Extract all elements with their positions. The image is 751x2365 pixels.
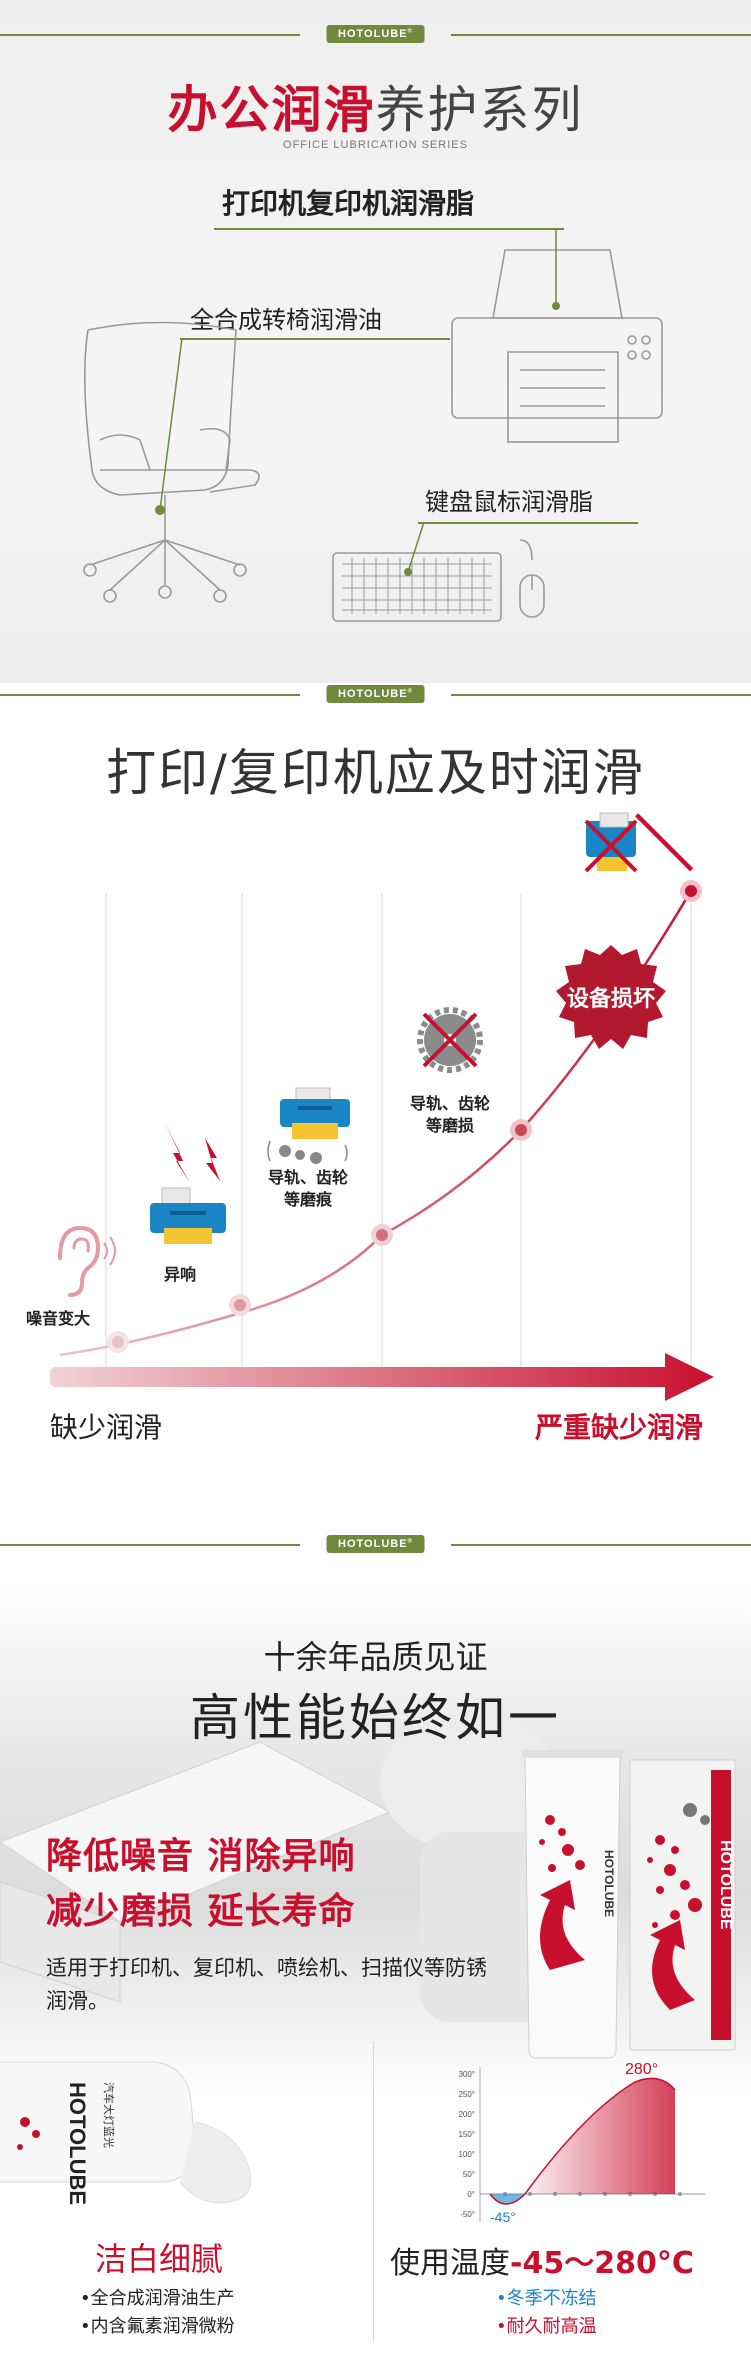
divider <box>180 338 450 340</box>
background-illustration <box>0 1712 560 2022</box>
lightning-icon <box>205 1138 220 1181</box>
feature-bullet: •冬季不冻结 <box>496 2288 597 2309</box>
label-keyboard-grease: 键盘鼠标润滑脂 <box>425 488 593 516</box>
temp-tick: 150° <box>458 2130 475 2139</box>
brand-bar: HOTOLUBE® <box>0 683 751 710</box>
curve-node <box>680 880 702 902</box>
section-title: 打印/复印机应及时润滑 <box>106 744 645 802</box>
temp-high-label: 280° <box>625 2061 658 2078</box>
page-subtitle: OFFICE LUBRICATION SERIES <box>283 139 468 151</box>
temp-tick: 200° <box>458 2110 475 2119</box>
product-description: 适用于打印机、复印机、喷绘机、扫描仪等防锈润滑。 <box>46 1956 487 2013</box>
stage-label: 导轨、齿轮等磨损 <box>410 1094 491 1135</box>
brand-bar: HOTOLUBE® <box>0 20 751 50</box>
temperature-chart: 300° 250° 200° 150° 100° 50° 0° -50° 280… <box>458 2061 705 2225</box>
section-lubrication-timeline: HOTOLUBE® 打印/复印机应及时润滑 <box>0 683 751 1532</box>
feature-title-temperature: 使用温度-45～280°C <box>390 2246 694 2281</box>
damage-curve <box>59 890 693 1357</box>
stage-label: 异响 <box>164 1265 197 1284</box>
brand-bar: HOTOLUBE® <box>0 1532 751 1560</box>
mouse-icon <box>519 539 545 618</box>
arrow-icon <box>540 1880 585 1970</box>
damage-badge: 设备损坏 <box>566 987 655 1012</box>
temp-tick: -50° <box>460 2210 475 2219</box>
gear-icon <box>267 1140 348 1164</box>
temp-tick: 100° <box>458 2150 475 2159</box>
tube-brand: HOTOLUBE <box>602 1850 616 1917</box>
slogan-row: 降低噪音 消除异响 <box>46 1836 356 1877</box>
printer-icon <box>451 249 663 443</box>
tagline-large: 高性能始终如一 <box>190 1689 561 1747</box>
feature-bullet: •全合成润滑油生产 <box>80 2288 235 2309</box>
divider <box>451 1544 751 1546</box>
divider <box>0 34 300 36</box>
section-office-lubrication: HOTOLUBE® 办公润滑养护系列 OFFICE LUBRICATION SE… <box>0 0 751 683</box>
label-printer-grease: 打印机复印机润滑脂 <box>222 187 475 220</box>
severity-arrow <box>50 1353 714 1401</box>
temp-low-label: -45° <box>490 2209 516 2225</box>
page-title: 办公润滑养护系列 <box>167 81 584 139</box>
arrow-icon <box>650 1920 695 2010</box>
bottle-label: 汽车大灯蓝光 <box>102 2082 116 2148</box>
curve-node <box>371 1224 393 1246</box>
section-product-quality: HOTOLUBE® 十余年品质见证 高性能始终如一 降低噪音 消除异响 减少磨损… <box>0 1532 751 2365</box>
curve-node <box>510 1119 532 1141</box>
brand-logo: HOTOLUBE® <box>326 1535 425 1553</box>
divider <box>0 694 300 696</box>
divider <box>373 2042 374 2342</box>
brand-logo: HOTOLUBE® <box>326 25 425 43</box>
damage-curve-chart <box>50 812 714 1401</box>
axis-label-high: 严重缺少润滑 <box>534 1411 703 1444</box>
printer-icon <box>280 1087 350 1139</box>
divider <box>214 228 564 230</box>
stage-label: 噪音变大 <box>26 1309 91 1328</box>
temp-tick: 250° <box>458 2090 475 2099</box>
feature-title-white: 洁白细腻 <box>95 2240 224 2278</box>
tagline-small: 十余年品质见证 <box>263 1638 488 1676</box>
temp-curve <box>489 2077 676 2205</box>
broken-gear-icon <box>417 1007 483 1073</box>
temp-tick: 0° <box>467 2190 475 2199</box>
ear-icon <box>58 1225 116 1297</box>
label-chair-oil: 全合成转椅润滑油 <box>190 306 382 334</box>
printer-icon <box>150 1187 226 1244</box>
bottle-brand: HOTOLUBE <box>65 2082 90 2205</box>
stage-label: 导轨、齿轮等磨痕 <box>268 1168 349 1209</box>
product-bottle-image: HOTOLUBE 汽车大灯蓝光 <box>0 2061 252 2205</box>
divider <box>451 694 751 696</box>
keyboard-icon <box>332 552 502 622</box>
brand-logo: HOTOLUBE® <box>326 685 425 703</box>
slogan-row: 减少磨损 延长寿命 <box>46 1891 356 1932</box>
broken-printer-icon <box>584 812 694 873</box>
product-image: HOTOLUBE HOTOLUBE <box>522 1750 736 2059</box>
office-illustration <box>83 228 663 622</box>
divider <box>0 1544 300 1546</box>
office-chair-icon <box>83 321 260 603</box>
feature-bullet: •耐久耐高温 <box>496 2316 597 2337</box>
divider <box>418 522 638 524</box>
lightning-icon <box>165 1123 190 1183</box>
divider <box>451 34 751 36</box>
temp-curve-area <box>525 2078 675 2194</box>
curve-node <box>229 1294 251 1316</box>
damage-badge-shape <box>556 945 666 1049</box>
axis-label-low: 缺少润滑 <box>50 1411 163 1444</box>
product-tube: HOTOLUBE <box>522 1750 623 2059</box>
temp-tick: 50° <box>463 2170 475 2179</box>
box-brand: HOTOLUBE <box>717 1840 734 1930</box>
temp-tick: 300° <box>458 2070 475 2079</box>
curve-node <box>107 1331 129 1353</box>
feature-bullet: •内含氟素润滑微粉 <box>80 2316 235 2337</box>
